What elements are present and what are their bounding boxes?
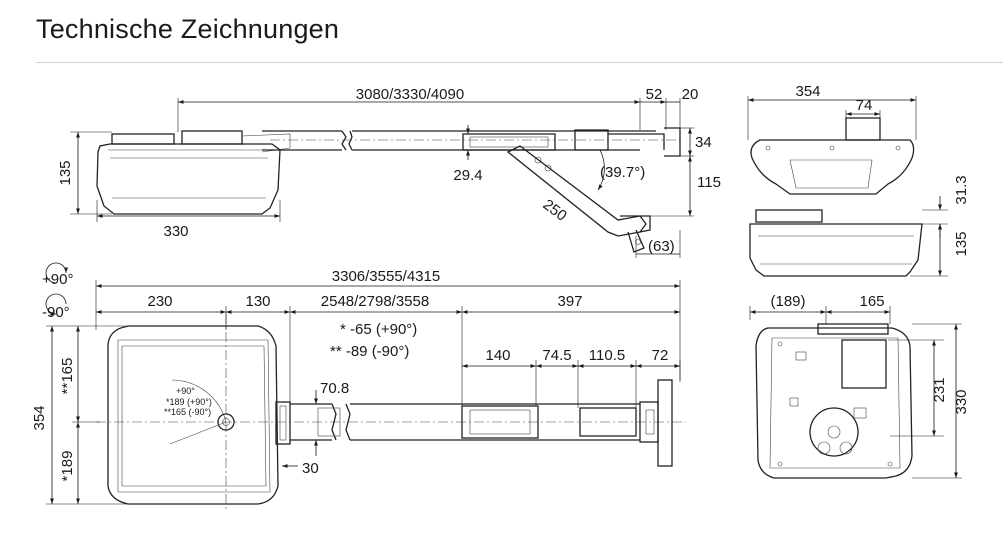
dim-72: 72	[652, 347, 669, 364]
inner-note-2: *189 (+90°)	[166, 397, 212, 407]
page-title: Technische Zeichnungen	[36, 14, 340, 44]
rotate-plus-icon	[45, 262, 68, 284]
dim-140: 140	[485, 347, 510, 364]
side-view: 3080/3330/4090 52 20 34 115 135 330 29.4…	[57, 86, 721, 258]
dim-arm-250: 250	[540, 196, 570, 225]
dim-330: 330	[163, 223, 188, 240]
dim-rail-length: 3080/3330/4090	[356, 86, 464, 103]
dim-115: 115	[697, 174, 721, 191]
dim-angle: (39.7°)	[600, 164, 645, 181]
dim-34: 34	[695, 134, 712, 151]
bottom-dim-231: 231	[931, 377, 948, 402]
dim-130: 130	[245, 293, 270, 310]
inner-note-3: **165 (-90°)	[164, 407, 211, 417]
bottom-view-board	[841, 339, 887, 389]
bottom-view-drive	[809, 407, 859, 457]
rotate-plus-label: +90°	[42, 271, 73, 288]
dim-29-4: 29.4	[453, 167, 482, 184]
front-view-housing	[750, 139, 915, 195]
dim-230: 230	[147, 293, 172, 310]
bottom-dim-189: (189)	[770, 293, 805, 310]
dim-165: **165	[59, 358, 76, 395]
side-view-top-box	[111, 133, 175, 145]
bottom-dim-165: 165	[859, 293, 884, 310]
front-view: 354 74	[747, 83, 917, 195]
top-view-rail	[290, 403, 640, 441]
note-plus90: * -65 (+90°)	[340, 321, 417, 338]
dim-397: 397	[557, 293, 582, 310]
front-dim-74: 74	[856, 97, 873, 114]
rotate-minus-label: -90°	[42, 304, 70, 321]
end-view-housing	[749, 223, 923, 277]
bottom-dim-330: 330	[953, 389, 970, 414]
end-dim-135: 135	[953, 231, 970, 256]
inner-note-1: +90°	[176, 386, 195, 396]
note-minus90: ** -89 (-90°)	[330, 343, 409, 360]
dim-overall: 3306/3555/4315	[332, 268, 440, 285]
dim-354: 354	[31, 405, 48, 430]
side-view-housing	[96, 143, 281, 215]
dim-2548: 2548/2798/3558	[321, 293, 429, 310]
bottom-view-housing	[755, 327, 913, 479]
dim-52: 52	[646, 86, 663, 103]
dim-110-5: 110.5	[589, 347, 625, 364]
end-view: 31.3 135	[749, 175, 970, 277]
rotate-minus-icon	[45, 293, 67, 316]
top-view: +90° -90° +90° *189 (+90°) **165 (-90°)	[31, 262, 686, 510]
side-view-arm	[506, 145, 647, 237]
dim-70-8: 70.8	[320, 380, 349, 397]
side-view-rail	[262, 130, 347, 151]
dim-63: (63)	[648, 238, 675, 255]
title-divider	[36, 62, 1003, 63]
end-dim-31-3: 31.3	[953, 175, 970, 204]
top-view-housing	[107, 325, 279, 505]
dim-30: 30	[302, 460, 319, 477]
dim-74-5: 74.5	[542, 347, 571, 364]
front-dim-354: 354	[795, 83, 820, 100]
dim-189: *189	[59, 451, 76, 482]
dim-20: 20	[682, 86, 699, 103]
dim-135: 135	[57, 160, 74, 185]
front-view-mount	[845, 117, 881, 141]
bottom-view: (189) 165 231 330	[749, 293, 970, 479]
